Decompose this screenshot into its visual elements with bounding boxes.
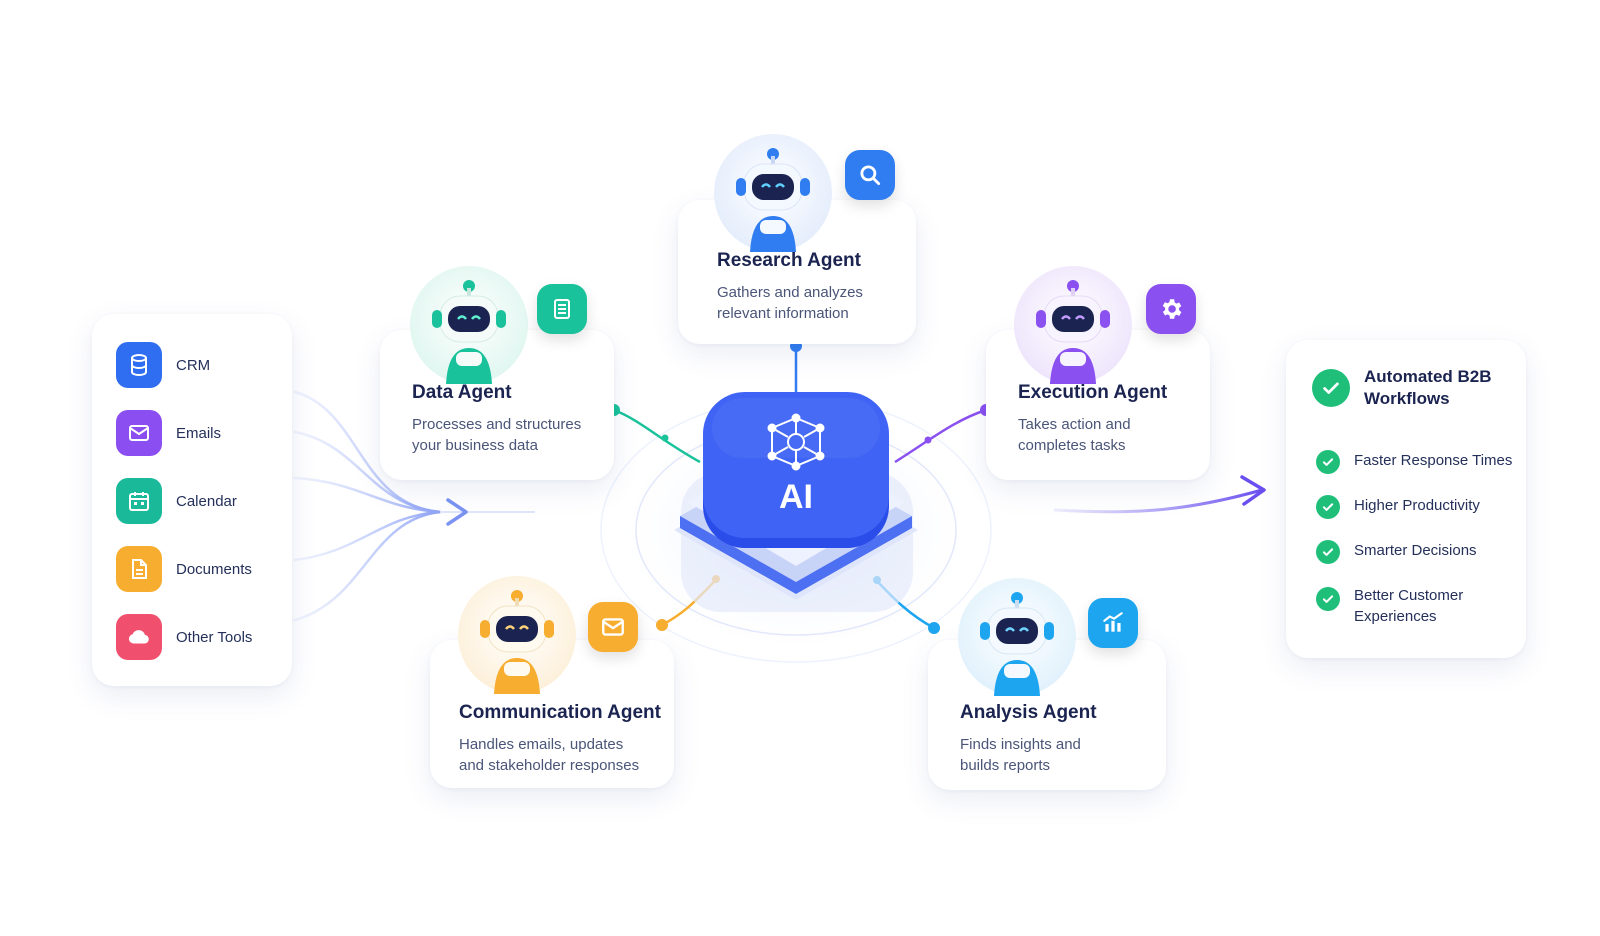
source-item-other-tools[interactable]: Other Tools xyxy=(116,614,252,660)
source-label-crm: CRM xyxy=(176,356,211,374)
mail-icon xyxy=(116,410,162,456)
chart-icon[interactable] xyxy=(1088,598,1138,648)
calendar-icon xyxy=(116,478,162,524)
document-icon xyxy=(116,546,162,592)
search-icon[interactable] xyxy=(845,150,895,200)
data-robot-avatar xyxy=(410,266,528,384)
communication-agent-description: Handles emails, updates and stakeholder … xyxy=(459,736,640,774)
outcomes-title: Automated B2B Workflows xyxy=(1364,367,1492,408)
link-analysis xyxy=(873,576,940,634)
communication-agent-title: Communication Agent xyxy=(459,702,661,723)
research-robot-avatar xyxy=(714,134,832,252)
mail-icon[interactable] xyxy=(588,602,638,652)
outcomes-header: Automated B2B Workflows xyxy=(1312,366,1494,410)
check-circle-icon xyxy=(1312,369,1350,407)
source-label-other-tools: Other Tools xyxy=(176,628,253,646)
research-agent-description: Gathers and analyzes relevant informatio… xyxy=(717,284,863,322)
hub-halo xyxy=(606,400,986,660)
execution-agent-description: Takes action and completes tasks xyxy=(1018,416,1131,454)
analysis-robot-avatar xyxy=(958,578,1076,696)
outcome-item-0: Faster Response Times xyxy=(1316,450,1524,474)
source-item-emails[interactable]: Emails xyxy=(116,410,221,456)
link-communication xyxy=(656,575,720,631)
outcome-item-2: Smarter Decisions xyxy=(1316,540,1524,564)
ai-hub: AI xyxy=(674,392,918,612)
analysis-agent-description: Finds insights and builds reports xyxy=(960,736,1081,774)
outcome-item-1: Higher Productivity xyxy=(1316,495,1524,519)
hub-ring-outer xyxy=(600,397,992,663)
source-flow-arrow xyxy=(440,498,535,526)
check-icon xyxy=(1316,495,1340,519)
check-icon xyxy=(1316,450,1340,474)
source-item-calendar[interactable]: Calendar xyxy=(116,478,237,524)
source-item-crm[interactable]: CRM xyxy=(116,342,210,388)
communication-robot-avatar xyxy=(458,576,576,694)
check-icon xyxy=(1316,540,1340,564)
hub-label: AI xyxy=(779,478,813,516)
database-icon xyxy=(116,342,162,388)
link-execution xyxy=(894,404,992,464)
source-item-documents[interactable]: Documents xyxy=(116,546,252,592)
execution-robot-avatar xyxy=(1014,266,1132,384)
link-research xyxy=(790,340,802,400)
outcome-item-3: Better Customer Experiences xyxy=(1316,585,1484,627)
check-icon xyxy=(1316,587,1340,611)
execution-agent-title: Execution Agent xyxy=(1018,382,1168,403)
hub-ring-inner xyxy=(635,424,957,636)
gear-icon[interactable] xyxy=(1146,284,1196,334)
network-icon xyxy=(767,413,825,471)
source-label-emails: Emails xyxy=(176,424,222,442)
cloud-icon xyxy=(116,614,162,660)
data-agent-title: Data Agent xyxy=(412,382,512,403)
data-agent-description: Processes and structures your business d… xyxy=(412,416,582,454)
outcome-label: Faster Response Times xyxy=(1354,452,1513,469)
analysis-agent-title: Analysis Agent xyxy=(960,702,1097,723)
research-agent-title: Research Agent xyxy=(717,250,861,271)
source-label-calendar: Calendar xyxy=(176,492,237,510)
link-data xyxy=(608,404,701,464)
outcome-label: Better Customer Experiences xyxy=(1354,587,1464,625)
outcome-label: Smarter Decisions xyxy=(1354,542,1477,559)
source-label-documents: Documents xyxy=(176,560,252,578)
outcome-label: Higher Productivity xyxy=(1354,497,1480,514)
document-list-icon[interactable] xyxy=(537,284,587,334)
outcome-flow-arrow xyxy=(1053,475,1266,514)
